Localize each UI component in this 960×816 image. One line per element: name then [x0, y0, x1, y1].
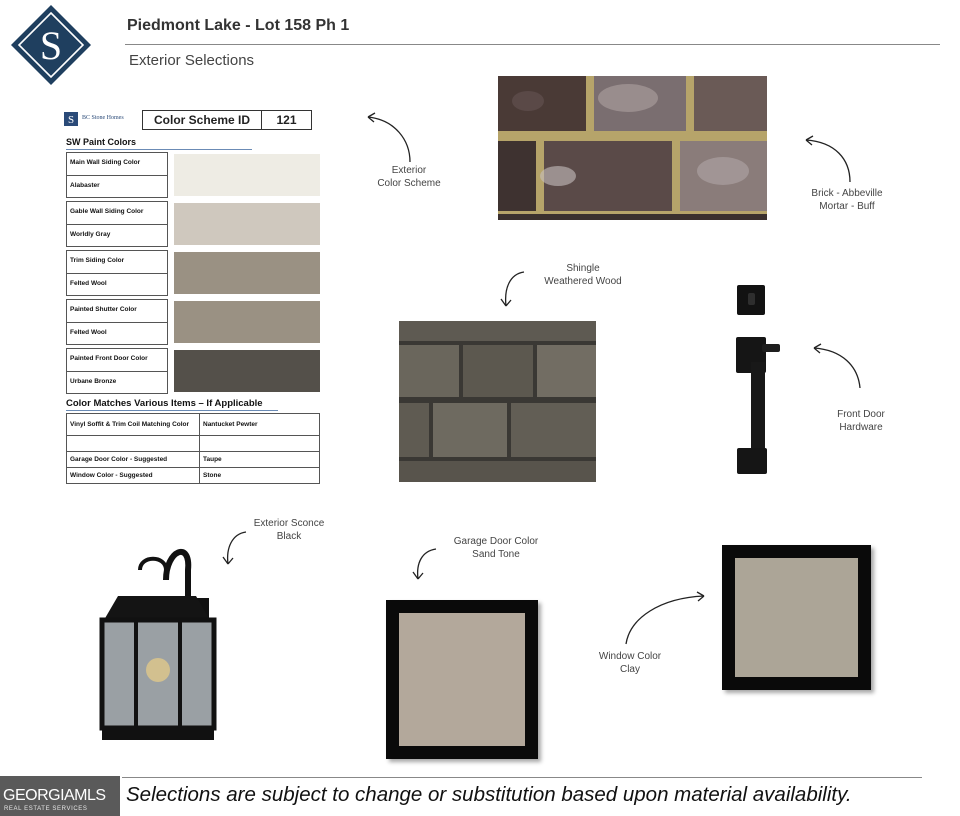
- title-divider: [125, 44, 940, 45]
- shingle-arrow-icon: [500, 271, 525, 307]
- brick-image: [498, 76, 767, 220]
- mls-brand: GEORGIAMLS: [3, 787, 106, 804]
- sconce-arrow-icon: [222, 531, 247, 565]
- color-scheme-sheet: S BC Stone Homes Color Scheme ID 121 SW …: [64, 106, 324, 490]
- scheme-id-label: Color Scheme ID: [143, 111, 262, 129]
- match-item: Vinyl Soffit & Trim Coil Matching Color: [66, 413, 200, 436]
- match-item: Window Color - Suggested: [66, 467, 200, 484]
- paint-heading-rule: [66, 149, 252, 150]
- mls-subtitle: REAL ESTATE SERVICES: [4, 806, 88, 812]
- door-hardware-image: [736, 285, 780, 474]
- match-value: [199, 435, 320, 452]
- georgia-mls-logo: GEORGIAMLS REAL ESTATE SERVICES: [0, 776, 120, 816]
- shingle-image: [399, 321, 596, 482]
- paint-row-name: Felted Wool: [70, 329, 107, 336]
- match-item: Garage Door Color - Suggested: [66, 451, 200, 468]
- paint-row-label: Trim Siding Color: [70, 257, 125, 264]
- paint-row-label: Main Wall Siding Color: [70, 159, 141, 166]
- paint-row-label: Painted Shutter Color: [70, 306, 137, 313]
- logo-letter: S: [40, 23, 62, 68]
- hardware-arrow-icon: [813, 343, 861, 389]
- sheet-brand: BC Stone Homes: [82, 115, 124, 121]
- garage-swatch-fill: [399, 613, 525, 746]
- garage-arrow-icon: [412, 548, 437, 580]
- paint-swatch: [174, 203, 320, 245]
- window-color-swatch: [722, 545, 871, 690]
- paint-swatch: [174, 252, 320, 294]
- scheme-id-value: 121: [276, 113, 297, 127]
- paint-row-name: Felted Wool: [70, 280, 107, 287]
- paint-swatch: [174, 301, 320, 343]
- page-subtitle: Exterior Selections: [129, 52, 255, 69]
- window-swatch-fill: [735, 558, 858, 677]
- paint-row-label: Gable Wall Siding Color: [70, 208, 144, 215]
- match-value: Stone: [199, 467, 320, 484]
- match-value: Nantucket Pewter: [199, 413, 320, 436]
- scheme-id-box: Color Scheme ID 121: [142, 110, 312, 130]
- exterior-scheme-arrow-icon: [367, 112, 411, 163]
- page-title: Piedmont Lake - Lot 158 Ph 1: [127, 17, 350, 34]
- table-row: [66, 435, 320, 452]
- match-item: [66, 435, 200, 452]
- match-value: Taupe: [199, 451, 320, 468]
- color-matches-heading: Color Matches Various Items – If Applica…: [66, 398, 263, 409]
- bc-stone-logo-icon: S: [64, 112, 78, 126]
- company-logo: S: [11, 5, 91, 85]
- sconce-image: [99, 548, 217, 740]
- window-arrow-icon: [625, 591, 705, 645]
- paint-row-name: Alabaster: [70, 182, 100, 189]
- garage-color-swatch: [386, 600, 538, 759]
- paint-swatch: [174, 154, 320, 196]
- disclaimer-text: Selections are subject to change or subs…: [126, 783, 852, 806]
- paint-row-name: Urbane Bronze: [70, 378, 117, 385]
- paint-colors-heading: SW Paint Colors: [66, 137, 137, 147]
- footer-divider: [122, 777, 922, 778]
- brick-arrow-icon: [805, 135, 851, 183]
- svg-text:S: S: [68, 114, 74, 126]
- paint-swatch: [174, 350, 320, 392]
- matches-heading-rule: [66, 410, 278, 411]
- paint-row-name: Worldly Gray: [70, 231, 111, 238]
- paint-row-label: Painted Front Door Color: [70, 355, 148, 362]
